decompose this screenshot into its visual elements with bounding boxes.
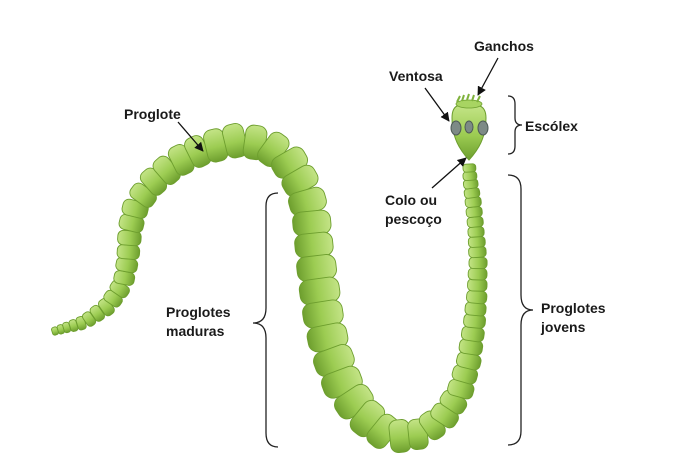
ganchos-arrow	[477, 57, 499, 96]
proglottid-segment	[462, 171, 478, 181]
scolex-head	[450, 93, 489, 161]
label-colo-line1: Colo ou	[385, 192, 437, 208]
proglottid-segment	[467, 267, 488, 281]
proglottid-segment	[465, 206, 483, 218]
proglottid-segment	[89, 304, 106, 322]
label-jovens-line1: Proglotes	[541, 300, 606, 316]
proglottid-segment	[467, 226, 485, 238]
hooks-crown-icon	[455, 99, 483, 109]
proglottid-segment	[462, 163, 477, 173]
label-jovens-line2: jovens	[540, 319, 586, 335]
proglottid-segment	[467, 278, 488, 292]
proglottid-segment	[466, 216, 484, 228]
sucker-right-icon	[477, 120, 489, 136]
ventosa-arrow	[424, 87, 450, 122]
proglote-arrow	[177, 121, 204, 152]
proglotes-jovens-brace	[507, 174, 534, 446]
proglottid-segment	[467, 235, 486, 248]
label-maduras-line1: Proglotes	[166, 304, 231, 320]
label-ventosa: Ventosa	[389, 68, 443, 84]
proglottid-segment	[466, 289, 488, 305]
colo-arrow	[431, 157, 467, 189]
label-proglote: Proglote	[124, 106, 181, 122]
tapeworm-body	[51, 123, 488, 454]
proglottid-segment	[116, 244, 141, 260]
label-maduras-line2: maduras	[166, 323, 225, 339]
label-escolex: Escólex	[525, 118, 578, 134]
sucker-center-icon	[464, 120, 474, 134]
label-colo-line2: pescoço	[385, 211, 442, 227]
proglottid-segment	[468, 256, 488, 270]
label-ganchos: Ganchos	[474, 38, 534, 54]
proglotes-maduras-brace	[252, 192, 279, 448]
escolex-brace	[507, 95, 523, 155]
sucker-left-icon	[450, 120, 462, 136]
proglottid-segment	[468, 245, 487, 259]
